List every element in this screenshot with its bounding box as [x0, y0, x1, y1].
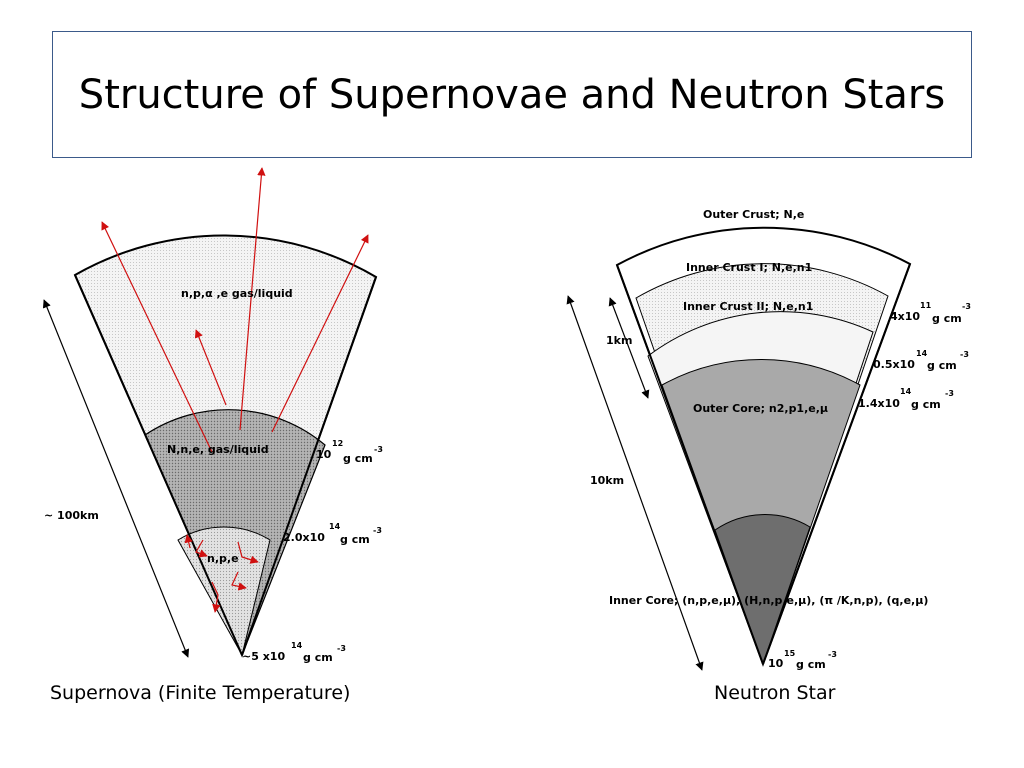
ns-inner-core-label: Inner Core; (n,p,e,μ), (H,n,p,e,μ), (π /…: [609, 594, 928, 607]
svg-text:-3: -3: [828, 650, 837, 659]
page-title: Structure of Supernovae and Neutron Star…: [78, 71, 946, 118]
supernova-inner-label: n,p,e: [207, 552, 239, 565]
ns-inner-core: [714, 514, 811, 666]
neutron-star-diagram: Outer Crust; N,e Inner Crust I; N,e,n1 I…: [566, 208, 971, 671]
svg-text:10: 10: [768, 657, 784, 670]
svg-text:14: 14: [291, 641, 303, 650]
supernova-caption: Supernova (Finite Temperature): [50, 682, 351, 704]
title-box: Structure of Supernovae and Neutron Star…: [52, 31, 972, 158]
supernova-outer-label: n,p,α ,e gas/liquid: [181, 287, 293, 300]
neutron-star-caption: Neutron Star: [714, 682, 836, 704]
svg-text:~5 x10: ~5 x10: [242, 650, 285, 663]
svg-text:g cm: g cm: [932, 312, 962, 325]
svg-text:14: 14: [916, 349, 928, 358]
svg-text:1.4x10: 1.4x10: [858, 397, 900, 410]
ns-scale-arrow-large: [566, 295, 704, 671]
svg-text:-3: -3: [374, 445, 383, 454]
ns-density-4: 10 15 g cm -3: [768, 649, 837, 671]
supernova-inner-shell: [177, 526, 271, 657]
svg-text:12: 12: [332, 439, 343, 448]
svg-text:2.0x10: 2.0x10: [283, 531, 325, 544]
ns-scale-large-label: 10km: [590, 474, 624, 487]
ns-scale-small-label: 1km: [606, 334, 632, 347]
ns-density-3: 1.4x10 14 g cm -3: [858, 387, 954, 411]
svg-text:g cm: g cm: [340, 533, 370, 546]
svg-text:4x10: 4x10: [890, 310, 920, 323]
svg-text:g cm: g cm: [303, 651, 333, 664]
ns-inner-crust-2-label: Inner Crust II; N,e,n1: [683, 300, 813, 313]
svg-text:-3: -3: [960, 350, 969, 359]
supernova-scale-label: ~ 100km: [44, 509, 99, 522]
supernova-density-1: 10 12 g cm -3: [316, 439, 383, 465]
ns-inner-crust-1-label: Inner Crust I; N,e,n1: [686, 261, 812, 274]
svg-text:-3: -3: [962, 302, 971, 311]
supernova-scale-arrow: [42, 299, 190, 658]
svg-text:g cm: g cm: [796, 658, 826, 671]
supernova-density-2: 2.0x10 14 g cm -3: [283, 522, 382, 546]
svg-text:14: 14: [900, 387, 912, 396]
svg-text:14: 14: [329, 522, 341, 531]
svg-text:g cm: g cm: [911, 398, 941, 411]
ns-density-2: 0.5x10 14 g cm -3: [873, 349, 969, 372]
ns-density-1: 4x10 11 g cm -3: [890, 301, 971, 325]
svg-text:-3: -3: [373, 526, 382, 535]
svg-text:-3: -3: [337, 644, 346, 653]
supernova-diagram: n,p,α ,e gas/liquid N,n,e, gas/liquid n,…: [42, 167, 383, 664]
svg-text:15: 15: [784, 649, 796, 658]
svg-text:0.5x10: 0.5x10: [873, 358, 915, 371]
svg-text:11: 11: [920, 301, 932, 310]
supernova-middle-label: N,n,e, gas/liquid: [167, 443, 269, 456]
ns-outer-core-label: Outer Core; n2,p1,e,μ: [693, 402, 828, 415]
ns-outer-crust-label: Outer Crust; N,e: [703, 208, 804, 221]
svg-text:-3: -3: [945, 389, 954, 398]
svg-text:g cm: g cm: [343, 452, 373, 465]
supernova-density-3: ~5 x10 14 g cm -3: [242, 641, 346, 664]
svg-text:10: 10: [316, 448, 332, 461]
svg-text:g cm: g cm: [927, 359, 957, 372]
